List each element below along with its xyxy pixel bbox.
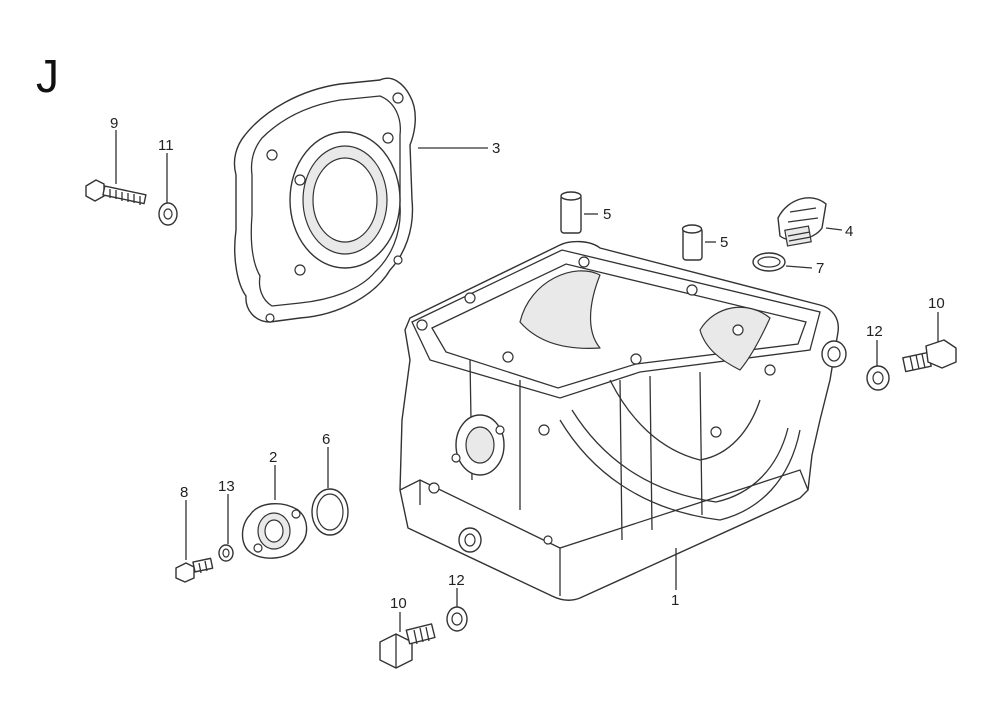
callout-5-a: 5 xyxy=(603,206,611,223)
part-6-o-ring xyxy=(311,447,349,536)
callout-9: 9 xyxy=(110,115,118,132)
callout-10-right: 10 xyxy=(928,295,945,312)
part-5-dowel-pin-b xyxy=(681,224,716,261)
part-1-crankcase xyxy=(399,240,847,601)
part-8-bolt xyxy=(175,500,214,583)
callout-10-bottom: 10 xyxy=(390,595,407,612)
callout-3: 3 xyxy=(492,140,500,157)
callout-12-bottom: 12 xyxy=(448,572,465,589)
part-3-side-cover xyxy=(233,77,488,323)
part-7-o-ring xyxy=(752,252,813,272)
part-11-washer xyxy=(158,153,178,226)
callout-1: 1 xyxy=(671,592,679,609)
part-2-plate xyxy=(241,465,308,559)
part-12-washer-bottom xyxy=(446,588,468,632)
section-letter: J xyxy=(36,50,59,102)
part-9-bolt xyxy=(85,130,147,205)
callout-2: 2 xyxy=(269,449,277,466)
callout-8: 8 xyxy=(180,484,188,501)
callout-12-right: 12 xyxy=(866,323,883,340)
part-13-washer xyxy=(218,494,234,562)
callout-13: 13 xyxy=(218,478,235,495)
callout-5-b: 5 xyxy=(720,234,728,251)
callout-6: 6 xyxy=(322,431,330,448)
part-10-drain-bolt-right xyxy=(902,312,957,373)
part-4-oil-plug xyxy=(777,197,843,247)
part-12-washer-right xyxy=(866,340,890,391)
part-10-drain-bolt-bottom xyxy=(379,612,436,669)
callout-7: 7 xyxy=(816,260,824,277)
callout-11: 11 xyxy=(158,137,174,154)
part-5-dowel-pin-a xyxy=(560,191,598,234)
callout-4: 4 xyxy=(845,223,853,240)
